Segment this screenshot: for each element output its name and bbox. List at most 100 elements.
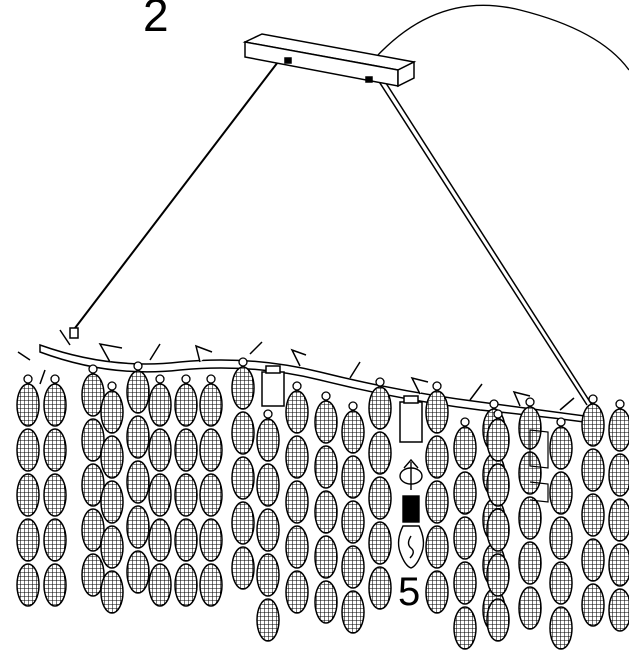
crystal-drop bbox=[608, 408, 629, 452]
crystal-drop bbox=[486, 463, 510, 507]
crystal-strand-icon bbox=[231, 357, 255, 590]
branch-icon bbox=[17, 327, 601, 425]
crystal-drop bbox=[100, 390, 124, 434]
crystal-drop bbox=[174, 428, 198, 472]
crystal-drop bbox=[486, 598, 510, 642]
crystal-drop bbox=[486, 553, 510, 597]
canopy-icon bbox=[242, 33, 417, 88]
crystal-drop bbox=[314, 445, 338, 489]
crystal-drop bbox=[314, 535, 338, 579]
crystal-drop bbox=[368, 566, 392, 610]
crystal-drop bbox=[43, 473, 67, 517]
crystal-drop bbox=[549, 471, 573, 515]
crystal-drop bbox=[100, 570, 124, 614]
socket-icon bbox=[261, 365, 423, 443]
crystal-drop bbox=[199, 428, 223, 472]
crystal-drop bbox=[581, 493, 605, 537]
crystal-drop bbox=[126, 505, 150, 549]
crystal-strand-icon bbox=[81, 364, 105, 597]
crystal-drop bbox=[581, 448, 605, 492]
crystal-drop bbox=[126, 550, 150, 594]
crystal-drop bbox=[453, 471, 477, 515]
crystal-drop bbox=[16, 473, 40, 517]
crystal-drop bbox=[425, 435, 449, 479]
crystal-drop bbox=[43, 428, 67, 472]
crystal-drop bbox=[453, 516, 477, 560]
crystal-drop bbox=[126, 460, 150, 504]
crystal-strand-icon bbox=[608, 399, 629, 632]
crystal-drop bbox=[174, 473, 198, 517]
crystal-drop bbox=[285, 435, 309, 479]
crystal-drop bbox=[174, 383, 198, 427]
crystal-drop bbox=[518, 541, 542, 585]
crystal-drop bbox=[100, 525, 124, 569]
crystal-drop bbox=[148, 563, 172, 607]
crystal-drop bbox=[199, 563, 223, 607]
crystal-drop bbox=[81, 508, 105, 552]
step-number-2: 2 bbox=[143, 0, 169, 41]
crystal-drop bbox=[126, 415, 150, 459]
crystal-drop bbox=[425, 480, 449, 524]
detail-bracket bbox=[529, 429, 549, 503]
crystal-drop bbox=[43, 518, 67, 562]
crystal-strand-icon bbox=[256, 409, 280, 642]
bulb-icon bbox=[397, 495, 425, 569]
crystal-drop bbox=[549, 561, 573, 605]
crystal-drop bbox=[285, 390, 309, 434]
crystal-drop bbox=[148, 473, 172, 517]
crystal-strand-icon bbox=[126, 361, 150, 594]
crystal-drop bbox=[425, 390, 449, 434]
crystal-drop bbox=[549, 426, 573, 470]
crystal-drop bbox=[608, 453, 629, 497]
crystal-strand-icon bbox=[518, 397, 542, 630]
crystal-strand-icon bbox=[16, 374, 40, 607]
callout-circle-icon bbox=[377, 4, 629, 71]
crystal-drop bbox=[285, 480, 309, 524]
crystal-drop bbox=[100, 435, 124, 479]
crystal-drop bbox=[581, 403, 605, 447]
crystal-drop bbox=[81, 418, 105, 462]
crystal-strand-icon bbox=[368, 377, 392, 610]
crystal-drop bbox=[199, 518, 223, 562]
crystal-drop bbox=[608, 588, 629, 632]
crystal-drop bbox=[231, 501, 255, 545]
crystal-drop bbox=[16, 518, 40, 562]
crystal-drop bbox=[314, 400, 338, 444]
wire-icon bbox=[71, 57, 593, 406]
crystal-drop bbox=[486, 418, 510, 462]
crystal-drop bbox=[231, 411, 255, 455]
crystal-strand-icon bbox=[199, 374, 223, 607]
crystal-drop bbox=[126, 370, 150, 414]
crystal-drop bbox=[148, 518, 172, 562]
crystal-drop bbox=[453, 426, 477, 470]
crystal-drop bbox=[368, 386, 392, 430]
crystal-drop bbox=[256, 508, 280, 552]
crystal-drop bbox=[199, 383, 223, 427]
crystal-drop bbox=[256, 598, 280, 642]
crystal-drop bbox=[549, 606, 573, 650]
crystal-strand-icon bbox=[486, 409, 510, 642]
crystal-drop bbox=[453, 606, 477, 650]
crystal-drop bbox=[368, 431, 392, 475]
crystal-strand-icon bbox=[314, 391, 338, 624]
crystal-drop bbox=[608, 498, 629, 542]
crystal-drop bbox=[285, 525, 309, 569]
crystal-drop bbox=[81, 553, 105, 597]
crystal-strand-icon bbox=[285, 381, 309, 614]
crystal-drop bbox=[148, 383, 172, 427]
step-number-5: 5 bbox=[398, 570, 421, 614]
crystal-strand-icon bbox=[174, 374, 198, 607]
crystal-drop bbox=[231, 456, 255, 500]
crystal-strand-icon bbox=[100, 381, 124, 614]
crystal-drop bbox=[256, 418, 280, 462]
crystal-drop bbox=[341, 545, 365, 589]
crystal-drop bbox=[368, 476, 392, 520]
crystal-drop bbox=[486, 508, 510, 552]
crystal-strand-icon bbox=[43, 374, 67, 607]
crystal-drop bbox=[43, 383, 67, 427]
crystal-drop bbox=[608, 543, 629, 587]
crystal-drop bbox=[43, 563, 67, 607]
crystal-drop bbox=[368, 521, 392, 565]
crystal-drop bbox=[81, 373, 105, 417]
